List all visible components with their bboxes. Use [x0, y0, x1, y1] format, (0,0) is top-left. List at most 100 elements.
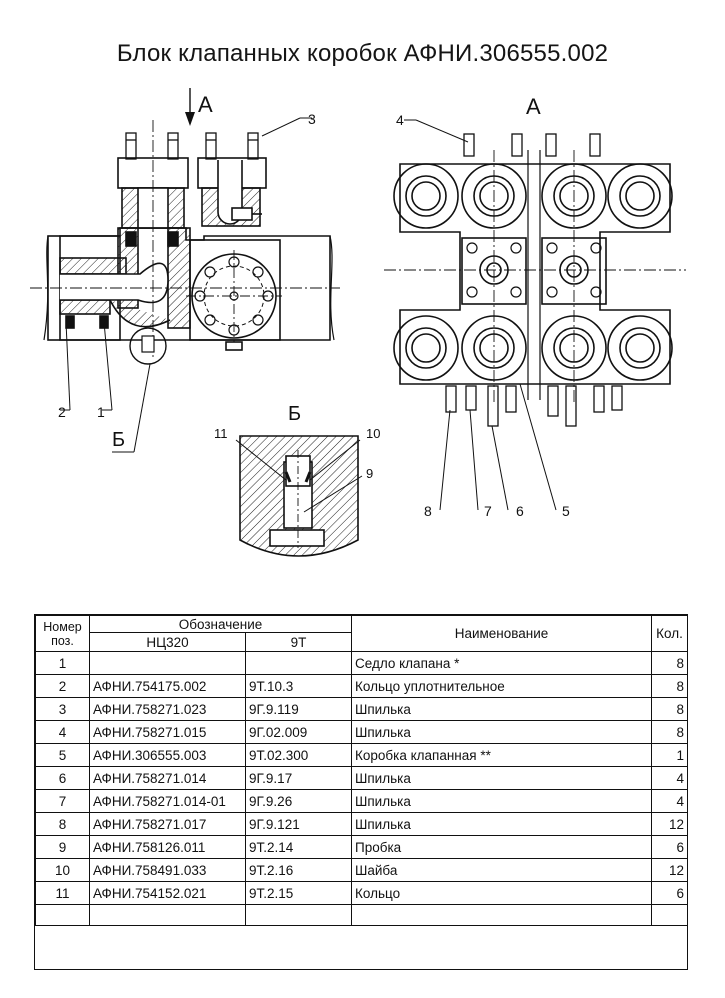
row-designation-9t: 9Т.02.300 — [245, 743, 352, 767]
row-designation-9t: 9Г.9.17 — [245, 766, 352, 790]
row-qty: 8 — [651, 697, 688, 721]
row-name: Кольцо уплотнительное — [351, 674, 652, 698]
row-designation-nc320: АФНИ.758126.011 — [89, 835, 246, 859]
empty-cell — [89, 904, 246, 926]
row-position: 3 — [35, 697, 90, 721]
row-qty: 8 — [651, 674, 688, 698]
row-qty: 12 — [651, 858, 688, 882]
row-qty: 1 — [651, 743, 688, 767]
technical-drawing: А — [30, 88, 686, 557]
table-row-empty — [35, 904, 688, 926]
row-position: 5 — [35, 743, 90, 767]
row-position: 11 — [35, 881, 90, 905]
row-name: Шпилька — [351, 766, 652, 790]
row-qty: 4 — [651, 789, 688, 813]
detail-view-b — [235, 435, 363, 557]
row-position: 2 — [35, 674, 90, 698]
row-designation-nc320: АФНИ.754175.002 — [89, 674, 246, 698]
callout-11: 11 — [214, 426, 228, 441]
callout-4: 4 — [396, 112, 404, 128]
callout-3: 3 — [308, 111, 316, 127]
row-designation-nc320: АФНИ.754152.021 — [89, 881, 246, 905]
row-designation-nc320: АФНИ.306555.003 — [89, 743, 246, 767]
row-designation-nc320: АФНИ.758271.017 — [89, 812, 246, 836]
callout-1: 1 — [97, 404, 105, 420]
view-a — [384, 119, 686, 511]
spec-table: Номер поз. Обозначение Наименование Кол.… — [35, 615, 688, 926]
row-name: Кольцо — [351, 881, 652, 905]
row-name: Коробка клапанная ** — [351, 743, 652, 767]
row-name: Шпилька — [351, 720, 652, 744]
row-name: Шпилька — [351, 789, 652, 813]
empty-cell — [35, 904, 90, 926]
row-designation-9t: 9Т.10.3 — [245, 674, 352, 698]
page-title: Блок клапанных коробок АФНИ.306555.002 — [116, 40, 609, 67]
row-designation-9t: 9Т.2.15 — [245, 881, 352, 905]
row-designation-nc320: АФНИ.758271.014 — [89, 766, 246, 790]
row-designation-nc320: АФНИ.758491.033 — [89, 858, 246, 882]
row-qty: 12 — [651, 812, 688, 836]
row-designation-9t: 9Г.02.009 — [245, 720, 352, 744]
callout-6: 6 — [516, 503, 524, 519]
detail-marker-label: Б — [112, 429, 125, 451]
row-designation-9t: 9Г.9.26 — [245, 789, 352, 813]
view-a-title: А — [526, 94, 541, 119]
row-designation-nc320: АФНИ.758271.015 — [89, 720, 246, 744]
row-name: Седло клапана * — [351, 651, 652, 675]
row-designation-9t: 9Т.2.16 — [245, 858, 352, 882]
row-name: Шпилька — [351, 812, 652, 836]
row-designation-nc320 — [89, 651, 246, 675]
specification-table: Номер поз. Обозначение Наименование Кол.… — [34, 614, 688, 970]
empty-cell — [651, 904, 688, 926]
row-position: 7 — [35, 789, 90, 813]
view-arrow-label: А — [198, 92, 213, 117]
row-position: 6 — [35, 766, 90, 790]
table-row: 1 Седло клапана *8 — [35, 651, 688, 675]
row-position: 1 — [35, 651, 90, 675]
callout-9: 9 — [366, 466, 373, 481]
header-position: Номер поз. — [35, 615, 90, 652]
header-9t: 9Т — [245, 632, 352, 652]
row-qty: 8 — [651, 720, 688, 744]
row-name: Шпилька — [351, 697, 652, 721]
callout-8: 8 — [424, 503, 432, 519]
row-designation-9t: 9Г.9.119 — [245, 697, 352, 721]
header-nc320: НЦ320 — [89, 632, 246, 652]
row-name: Шайба — [351, 858, 652, 882]
empty-cell — [351, 904, 652, 926]
callout-2: 2 — [58, 404, 66, 420]
row-designation-nc320: АФНИ.758271.014-01 — [89, 789, 246, 813]
row-position: 9 — [35, 835, 90, 859]
row-qty: 6 — [651, 835, 688, 859]
row-qty: 8 — [651, 651, 688, 675]
row-position: 10 — [35, 858, 90, 882]
row-designation-nc320: АФНИ.758271.023 — [89, 697, 246, 721]
row-name: Пробка — [351, 835, 652, 859]
row-designation-9t: 9Г.9.121 — [245, 812, 352, 836]
row-designation-9t: 9Т.2.14 — [245, 835, 352, 859]
callout-7: 7 — [484, 503, 492, 519]
row-qty: 4 — [651, 766, 688, 790]
row-position: 4 — [35, 720, 90, 744]
header-name: Наименование — [351, 615, 652, 652]
header-qty: Кол. — [651, 615, 688, 652]
header-designation: Обозначение — [89, 615, 352, 633]
row-position: 8 — [35, 812, 90, 836]
row-qty: 6 — [651, 881, 688, 905]
detail-title: Б — [288, 403, 301, 425]
empty-cell — [245, 904, 352, 926]
callout-5: 5 — [562, 503, 570, 519]
row-designation-9t — [245, 651, 352, 675]
section-view: А — [30, 88, 340, 453]
